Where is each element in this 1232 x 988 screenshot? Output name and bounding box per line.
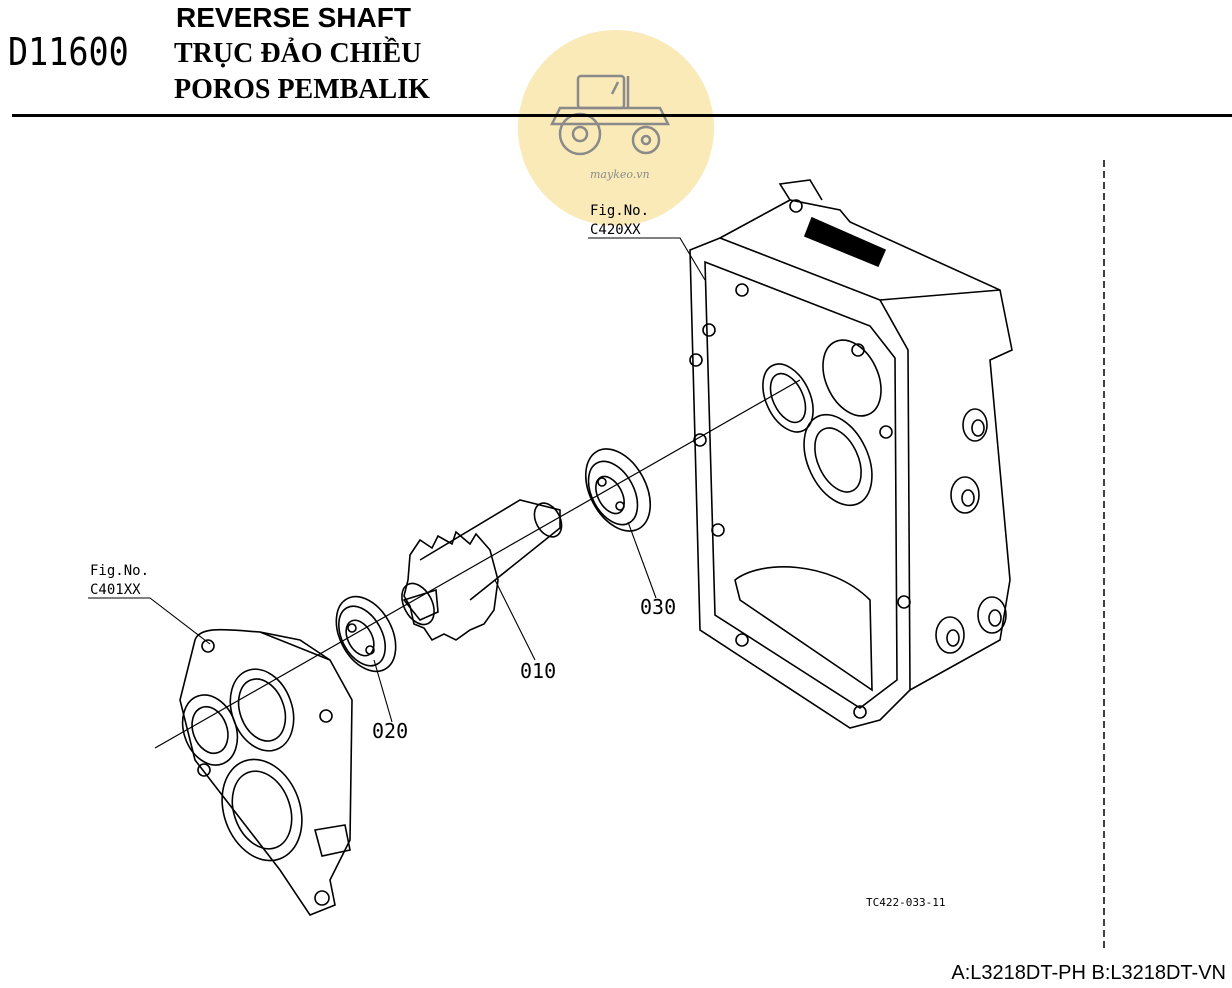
leader-lines	[88, 237, 706, 723]
reverse-shaft-gear-010	[401, 499, 563, 642]
leader-c401xx	[88, 597, 211, 645]
fig-ref-label-c401: Fig.No.	[90, 563, 149, 579]
front-cover	[179, 628, 353, 916]
tractor-icon	[549, 74, 671, 156]
section-code: D11600	[8, 30, 129, 74]
title-english: REVERSE SHAFT	[176, 2, 411, 33]
fig-ref-label-c420: Fig.No.	[590, 203, 649, 219]
header-rule	[12, 114, 1232, 117]
leader-020	[373, 659, 393, 723]
title-vietnamese: TRỤC ĐẢO CHIỀU	[174, 38, 422, 69]
fig-ref-code-c401: C401XX	[90, 582, 141, 598]
leader-030	[627, 521, 657, 599]
fig-ref-code-c420: C420XX	[590, 222, 641, 238]
part-number-010: 010	[520, 659, 556, 683]
part-number-030: 030	[640, 595, 676, 619]
leader-c420xx	[588, 237, 706, 281]
model-footer: A:L3218DT-PH B:L3218DT-VN	[951, 962, 1226, 984]
leader-010	[494, 579, 536, 661]
transmission-case	[689, 179, 1013, 729]
title-indonesian: POROS PEMBALIK	[174, 74, 430, 105]
watermark-text: maykeo.vn	[590, 168, 650, 181]
bearing-020	[335, 595, 397, 673]
bearing-030	[584, 448, 652, 532]
drawing-code: TC422-033-11	[866, 896, 945, 909]
shaft-axis-line	[154, 379, 801, 749]
watermark-logo: maykeo.vn	[518, 30, 714, 226]
part-number-020: 020	[372, 719, 408, 743]
